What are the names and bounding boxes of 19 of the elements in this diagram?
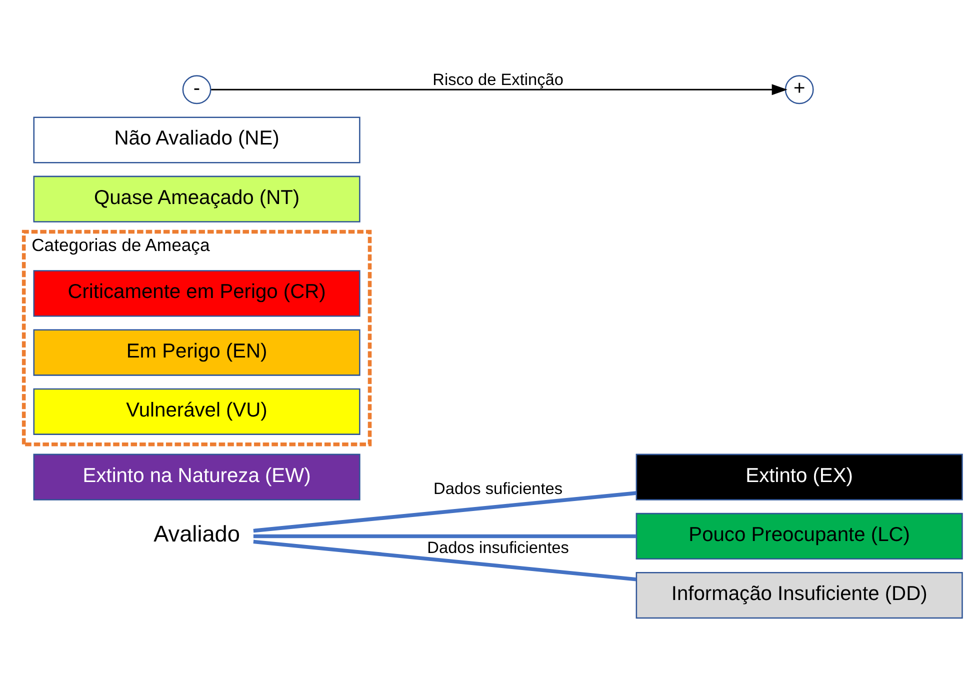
node-box: Não Avaliado (NE) xyxy=(33,116,360,163)
node-box: Extinto (EX) xyxy=(636,453,963,500)
node-box: Informação Insuficiente (DD) xyxy=(636,572,963,618)
connector xyxy=(253,534,636,538)
edge-label: Dados suficientes xyxy=(434,479,563,498)
connector xyxy=(253,539,636,581)
node-text: Avaliado xyxy=(154,521,240,546)
node-box: Quase Ameaçado (NT) xyxy=(33,175,360,222)
node-box: Pouco Preocupante (LC) xyxy=(636,512,963,559)
connector xyxy=(253,490,636,532)
node-circle: - xyxy=(182,74,212,104)
node-circle: + xyxy=(784,74,814,104)
node-box: Extinto na Natureza (EW) xyxy=(33,453,360,500)
node-box: Criticamente em Perigo (CR) xyxy=(33,270,360,316)
arrow xyxy=(211,84,788,95)
node-box: Vulnerável (VU) xyxy=(33,388,360,434)
edge-label: Risco de Extinção xyxy=(432,70,564,89)
edge-label: Dados insuficientes xyxy=(427,538,569,557)
node-box: Em Perigo (EN) xyxy=(33,328,360,376)
